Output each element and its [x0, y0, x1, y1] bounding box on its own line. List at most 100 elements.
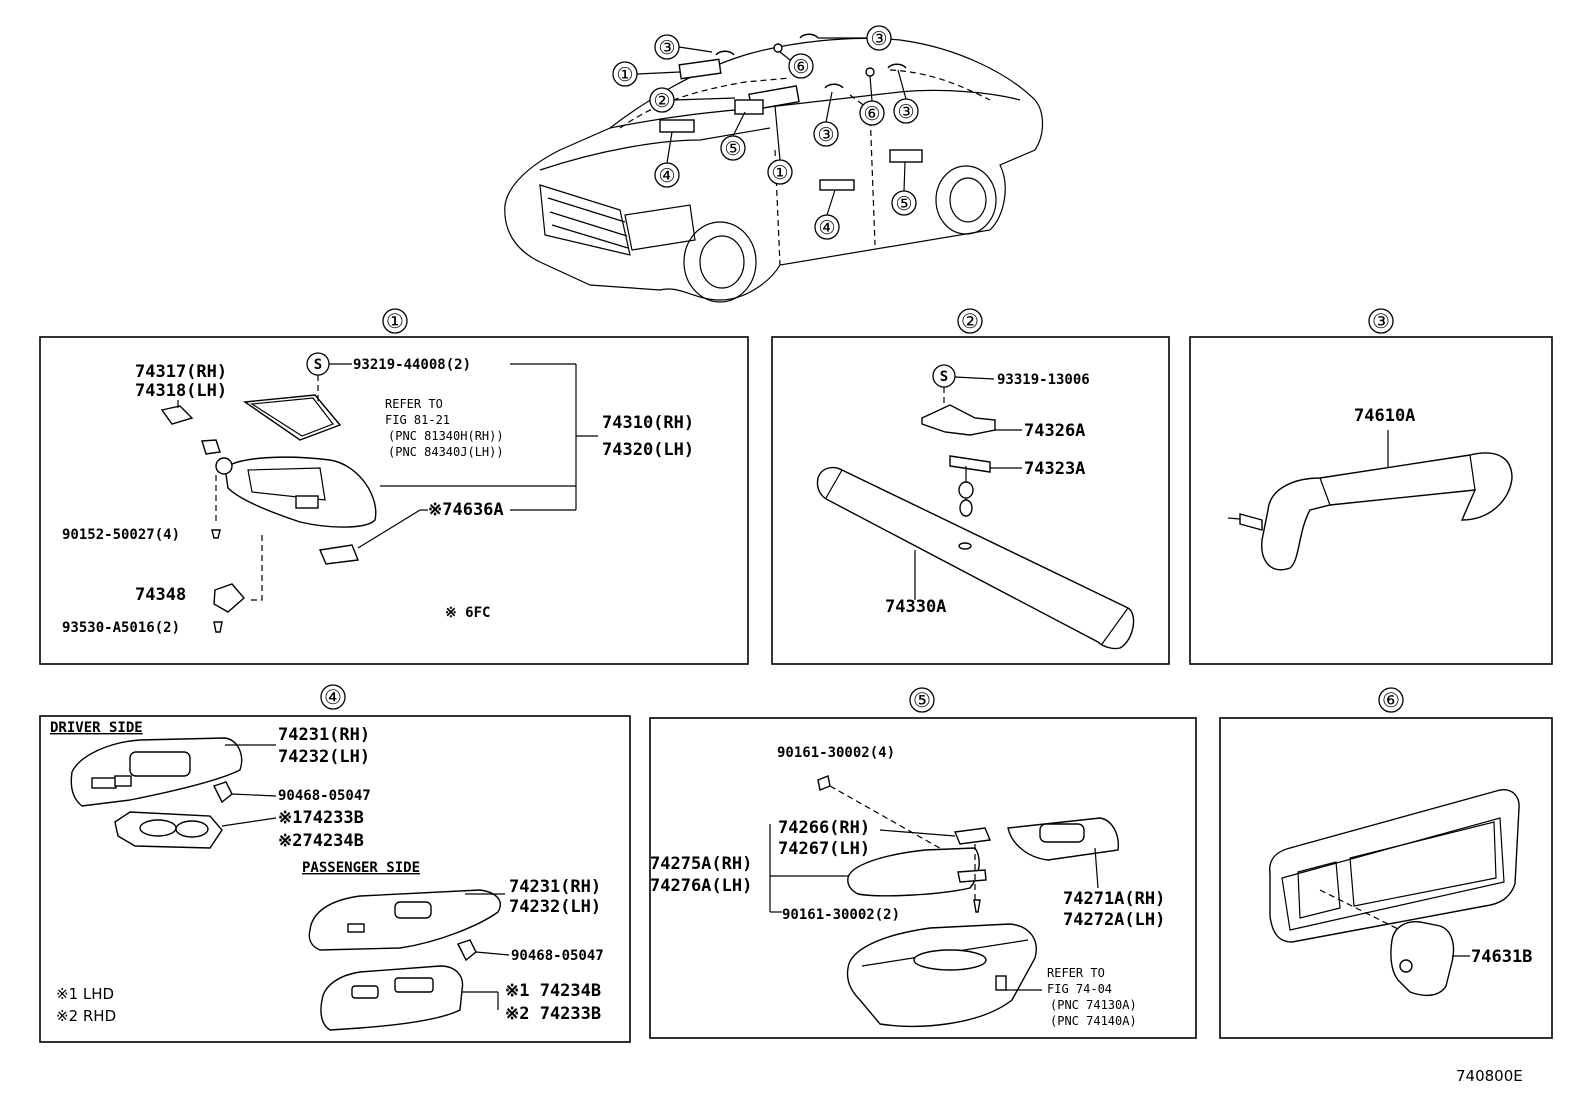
car-callout-3-a: ③ [654, 34, 680, 60]
svg-text:②: ② [961, 309, 979, 333]
note-6fc: ※ 6FC [445, 605, 490, 621]
vanity-mirror [243, 394, 342, 441]
driver-clip [213, 781, 233, 804]
svg-text:③: ③ [870, 28, 887, 50]
label-74320: 74320(LH) [602, 440, 694, 460]
svg-text:⑥: ⑥ [792, 56, 809, 78]
car-front-wheel [683, 221, 757, 303]
passenger-clip [457, 939, 477, 962]
section-number-5: ⑤ [909, 687, 935, 713]
passenger-side-heading: PASSENGER SIDE [302, 860, 420, 876]
panel-6-courtesy-lamp: 74631B [1219, 717, 1553, 1039]
label-74330: 74330A [885, 597, 946, 617]
car-callout-6-b: ⑥ [859, 100, 885, 126]
car-callout-3-b: ③ [866, 25, 892, 51]
label-d74233: ※174233B [278, 808, 364, 828]
label-74317: 74317(RH) [135, 362, 227, 382]
label-90161a: 90161-30002(4) [777, 745, 895, 761]
label-74323: 74323A [1024, 459, 1085, 479]
car-callout-2: ② [649, 87, 675, 113]
svg-text:⑥: ⑥ [863, 103, 880, 125]
label-93530: 93530-A5016(2) [62, 620, 180, 636]
label-74636: ※74636A [428, 500, 504, 520]
screw-b [973, 899, 981, 913]
car-callout-1-b: ① [767, 159, 793, 185]
svg-text:①: ① [771, 162, 788, 184]
car-callout-3-c: ③ [813, 121, 839, 147]
car-hood-line [539, 127, 771, 171]
note-rhd: ※2 RHD [56, 1007, 116, 1025]
label-p90468: 90468-05047 [511, 948, 604, 964]
visor-bracket [213, 583, 245, 613]
svg-text:③: ③ [897, 101, 914, 123]
section-number-3: ③ [1368, 308, 1394, 334]
sun-visor-body [224, 456, 377, 528]
panel-3-grip: 74610A [1189, 336, 1553, 665]
passenger-switch-base [320, 965, 464, 1031]
section-number-6: ⑥ [1378, 687, 1404, 713]
refer-fig-1: FIG 81-21 [385, 413, 450, 427]
strap-bracket [921, 404, 996, 436]
car-rear-wheel [935, 165, 997, 235]
refer-pnc-1a: (PNC 81340H(RH)) [388, 429, 504, 443]
car-overview: ③ ① ② ④ ⑤ ① ⑥ ③ ③ ③ ⑥ ③ ④ ⑤ [504, 25, 1044, 303]
armrest-base [846, 923, 1037, 1027]
svg-text:⑤: ⑤ [724, 138, 741, 160]
refer-to-5: REFER TO [1047, 966, 1105, 980]
armrest-bracket-upper [954, 827, 991, 845]
panel-2-assist-strap: S 93319-13006 74326A 74323A 74330A [771, 336, 1170, 665]
panel-1-sun-visor: 74317(RH) 74318(LH) S 93219-44008(2) REF… [39, 336, 749, 665]
label-d74232: 74232(LH) [278, 747, 370, 767]
label-74276: 74276A(LH) [650, 876, 752, 896]
car-headlight [624, 204, 696, 251]
section-number-4: ④ [320, 684, 346, 710]
svg-text:②: ② [653, 90, 670, 112]
section-number-2: ② [957, 308, 983, 334]
car-callout-1-a: ① [612, 61, 638, 87]
label-74631: 74631B [1471, 947, 1532, 967]
visor-pad [319, 544, 359, 565]
lamp-bezel [1268, 789, 1520, 943]
svg-text:④: ④ [658, 165, 675, 187]
car-callout-6-a: ⑥ [788, 53, 814, 79]
screw-a [817, 775, 831, 791]
svg-text:⑥: ⑥ [1382, 688, 1400, 712]
label-74267: 74267(LH) [778, 839, 870, 859]
sunvisor-left-sketch [678, 58, 722, 80]
panel-5-armrest: 90161-30002(4) 74266(RH) 74267(LH) 74275… [649, 717, 1197, 1039]
label-74272: 74272A(LH) [1063, 910, 1165, 930]
refer-pnc-1b: (PNC 84340J(LH)) [388, 445, 504, 459]
svg-text:④: ④ [818, 217, 835, 239]
label-74348: 74348 [135, 585, 186, 605]
note-lhd: ※1 LHD [56, 985, 114, 1003]
svg-text:①: ① [386, 309, 404, 333]
label-74266: 74266(RH) [778, 818, 870, 838]
svg-text:①: ① [616, 64, 633, 86]
refer-pnc-5b: (PNC 74140A) [1050, 1014, 1137, 1028]
car-callout-3-d: ③ [893, 98, 919, 124]
armrest-pad [847, 847, 980, 897]
car-callout-5-b: ⑤ [891, 190, 917, 216]
label-d74231: 74231(RH) [278, 725, 370, 745]
label-p74231: 74231(RH) [509, 877, 601, 897]
car-grille [539, 184, 631, 256]
label-p74233: ※2 74233B [505, 1004, 601, 1024]
refer-fig-5: FIG 74-04 [1047, 982, 1112, 996]
svg-text:⑤: ⑤ [913, 688, 931, 712]
assist-grip [1261, 452, 1513, 571]
courtesy-lamp-socket [1390, 921, 1455, 997]
svg-text:③: ③ [817, 124, 834, 146]
label-74610: 74610A [1354, 406, 1415, 426]
assist-strap-bar [816, 466, 1135, 650]
label-74318: 74318(LH) [135, 381, 227, 401]
screw-s-mark: S [314, 357, 322, 373]
section-number-1: ① [382, 308, 408, 334]
label-74310: 74310(RH) [602, 413, 694, 433]
label-d90468: 90468-05047 [278, 788, 371, 804]
label-74271: 74271A(RH) [1063, 889, 1165, 909]
panel-4-door-trim: DRIVER SIDE 74231(RH) 74232(LH) 90468-05… [39, 715, 631, 1043]
car-callout-4-b: ④ [814, 214, 840, 240]
car-callout-5-a: ⑤ [720, 135, 746, 161]
driver-side-heading: DRIVER SIDE [50, 720, 143, 736]
